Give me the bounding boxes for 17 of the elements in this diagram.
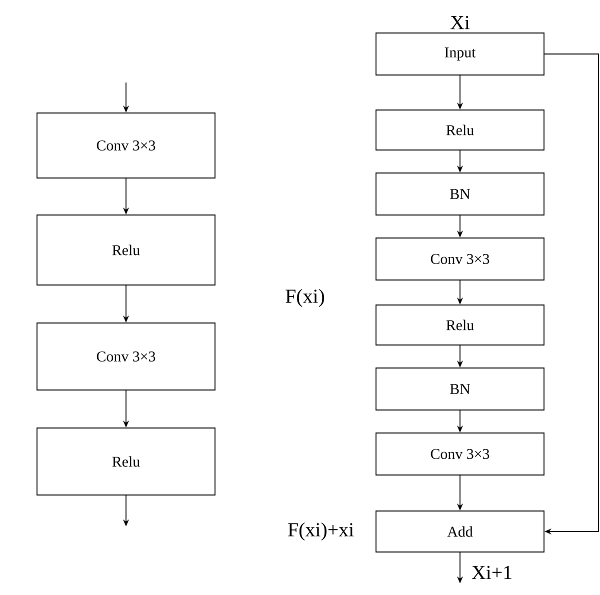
section-label: F(xi) xyxy=(286,288,324,308)
process-box: Relu xyxy=(36,428,216,496)
process-box: Conv 3×3 xyxy=(376,238,544,280)
edge-label: Xi+1 xyxy=(472,566,512,580)
node-caption: F(xi)+xi xyxy=(288,522,354,541)
process-box: Conv 3×3 xyxy=(36,322,216,390)
node-caption: Xi xyxy=(450,16,470,30)
process-box: Relu xyxy=(376,304,544,346)
process-box: BN xyxy=(376,172,544,216)
process-box: Add xyxy=(376,510,544,552)
process-box: Conv 3×3 xyxy=(376,432,544,476)
process-box: Input xyxy=(376,32,544,76)
arrow xyxy=(544,54,599,535)
process-box: Conv 3×3 xyxy=(36,112,216,178)
process-box: Relu xyxy=(36,214,216,286)
process-box: BN xyxy=(376,368,544,410)
process-box: Relu xyxy=(376,110,544,150)
